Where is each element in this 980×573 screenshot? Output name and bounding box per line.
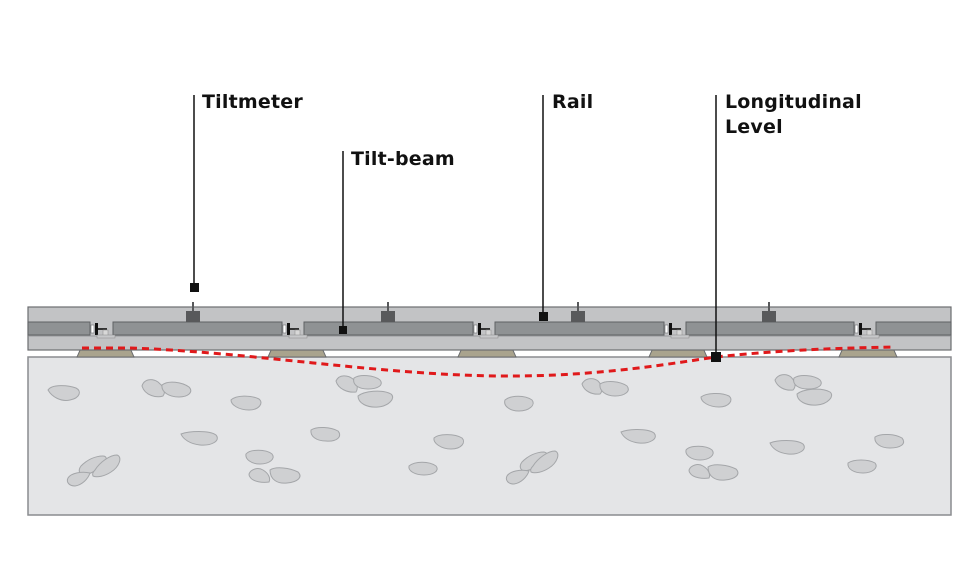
longitudinal-level-label-line1: Longitudinal [725, 91, 862, 113]
joint-5 [854, 323, 880, 339]
ballast-stones [47, 374, 905, 487]
tiltmeter-2 [381, 302, 395, 322]
rail-label: Rail [552, 91, 594, 113]
joint-2 [282, 323, 308, 339]
tiltmeter-label: Tiltmeter [202, 91, 303, 113]
ground-slab [27, 356, 952, 516]
joint-4 [664, 323, 690, 339]
tilt-beams [27, 321, 952, 336]
tiltmeter-1 [186, 302, 200, 322]
tilt-beam-label: Tilt-beam [351, 148, 455, 170]
tiltmeter-3 [571, 302, 585, 322]
longitudinal-level-curve [82, 345, 896, 378]
joint-3 [473, 323, 499, 339]
beam-joints [90, 323, 880, 339]
joint-1 [90, 323, 116, 339]
rail-marker [539, 312, 548, 321]
longitudinal-level-marker [711, 352, 721, 362]
leader-lines [193, 95, 717, 357]
tiltmeter-marker [190, 283, 199, 292]
leader-markers [190, 283, 721, 362]
tiltmeters [186, 302, 776, 322]
tilt-beam-marker [339, 326, 347, 334]
longitudinal-level-label-line2: Level [725, 116, 783, 138]
tiltmeter-4 [762, 302, 776, 322]
